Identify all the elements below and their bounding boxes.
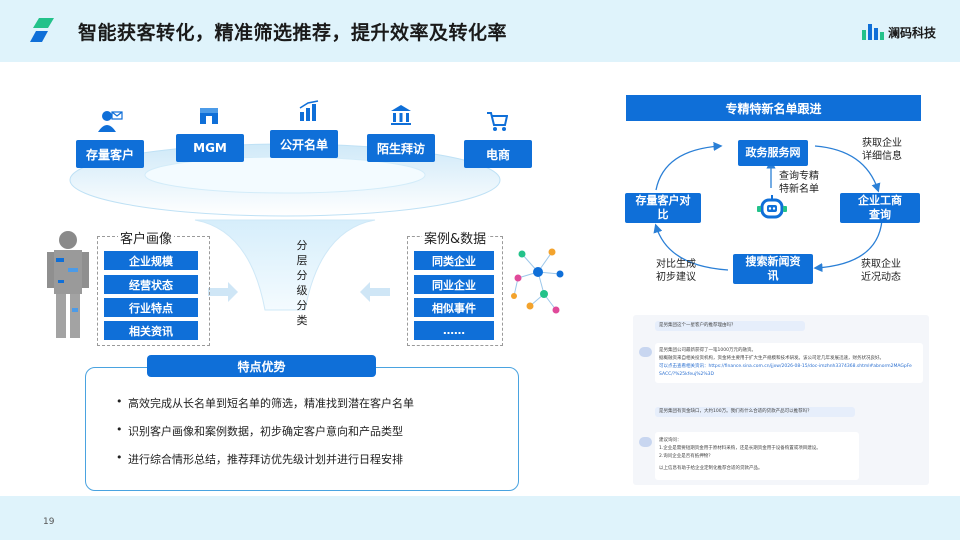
brand-logo: 澜码科技 (862, 23, 936, 41)
advantage-item: 进行综合情形总结，推荐拜访优先级计划并进行日程安排 (116, 451, 403, 467)
advantages-title: 特点优势 (147, 355, 376, 377)
case-data-title: 案例&数据 (422, 228, 489, 247)
portrait-tag-industry[interactable]: 行业特点 (104, 298, 198, 317)
caption-get-news: 获取企业近况动态 (861, 259, 901, 283)
funnel-label: 分层分级分类 (296, 239, 308, 327)
portrait-tag-news[interactable]: 相关资讯 (104, 321, 198, 340)
node-gov-service[interactable]: 政务服务网 (738, 140, 808, 166)
followup-cycle-arrows (653, 141, 883, 273)
funnel-graphic (69, 74, 501, 311)
chat-answer-1: 是另集团公司最新获得了一笔1000万元的融资。 据概融资来自相关投资机构，资金将… (655, 343, 923, 383)
bar-chart-icon (299, 100, 319, 121)
advantage-item: 高效完成从长名单到短名单的筛选，精准找到潜在客户名单 (116, 395, 414, 411)
node-stock-compare[interactable]: 存量客户对比 (625, 193, 701, 223)
page-title: 智能获客转化，精准筛选推荐，提升效率及转化率 (78, 22, 508, 44)
robot-assistant-icon (757, 195, 787, 219)
chat-answer-line: 是另集团公司最新获得了一笔1000万元的融资。 (659, 348, 756, 353)
chat-screenshot: 是另集团这个一星客户的推荐理由吗？ 是另集团公司最新获得了一笔1000万元的融资… (633, 315, 929, 485)
case-tag-similar-company[interactable]: 同类企业 (414, 251, 494, 270)
chat-question-1: 是另集团这个一星客户的推荐理由吗？ (655, 321, 805, 331)
cart-icon (487, 112, 508, 131)
caption-compare-advice: 对比生成初步建议 (656, 259, 696, 283)
source-ecommerce[interactable]: 电商 (464, 140, 532, 168)
chat-answer-line: 据概融资来自相关投资机构，资金将主要用于扩大生产规模和技术研发。该公司近几年发展… (659, 356, 884, 361)
chat-bot-avatar (639, 437, 652, 447)
chat-question-text: 是另集团这个一星客户的推荐理由吗？ (659, 323, 736, 328)
chat-answer-line: 建议询问： (659, 438, 682, 443)
source-mgm[interactable]: MGM (176, 134, 244, 162)
source-label: 存量客户 (85, 147, 134, 162)
case-tag-more[interactable]: …… (414, 321, 494, 340)
advantage-item: 识别客户画像和案例数据，初步确定客户意向和产品类型 (116, 423, 403, 439)
portrait-tag-status[interactable]: 经营状态 (104, 275, 198, 294)
source-label: 陌生拜访 (376, 141, 425, 156)
caption-get-details: 获取企业详细信息 (862, 138, 902, 162)
source-stock-customers[interactable]: 存量客户 (76, 140, 144, 168)
case-tag-similar-event[interactable]: 相似事件 (414, 298, 494, 317)
chat-answer-line: 2.询问企业是否有抵押物？ (659, 454, 713, 459)
storefront-icon (200, 108, 218, 124)
node-business-registry[interactable]: 企业工商查询 (840, 193, 920, 223)
logo-mark-icon (30, 18, 54, 42)
chat-answer-line: 以上信息有助于给企业定制化推荐合适的贷款产品。 (659, 466, 763, 471)
bank-icon (391, 105, 411, 125)
source-label: 电商 (485, 147, 510, 162)
source-cold-visit[interactable]: 陌生拜访 (367, 134, 435, 162)
chat-bot-avatar (639, 347, 652, 357)
source-label: 公开名单 (279, 137, 328, 152)
chat-answer-line: 1.企业是需要短期资金用于原材料采购，还是长期资金用于设备购置或项目建设。 (659, 446, 821, 451)
chat-answer-link[interactable]: SACC/?%25kfeuj%2%3D (659, 372, 714, 377)
brand-name: 澜码科技 (888, 25, 937, 40)
network-graph-icon (511, 248, 564, 314)
caption-query-list: 查询专精特新名单 (779, 171, 819, 195)
header-bar (0, 0, 960, 62)
customer-figure-illustration (47, 231, 89, 338)
case-tag-peer-company[interactable]: 同业企业 (414, 275, 494, 294)
user-mail-icon (98, 111, 123, 132)
footer-bar (0, 496, 960, 540)
customer-portrait-title: 客户画像 (118, 228, 175, 247)
source-public-list[interactable]: 公开名单 (270, 130, 338, 158)
chat-question-text: 是另集团有资金缺口，大约100万。我们有什么合适的贷款产品可以推荐吗？ (659, 409, 812, 414)
portrait-tag-scale[interactable]: 企业规模 (104, 251, 198, 270)
node-news-search[interactable]: 搜索新闻资讯 (733, 254, 813, 284)
brand-bars-icon (862, 24, 884, 40)
chat-answer-2: 建议询问： 1.企业是需要短期资金用于原材料采购，还是长期资金用于设备购置或项目… (655, 432, 859, 480)
followup-title: 专精特新名单跟进 (626, 95, 921, 121)
page-number: 19 (43, 517, 55, 527)
chat-question-2: 是另集团有资金缺口，大约100万。我们有什么合适的贷款产品可以推荐吗？ (655, 407, 855, 417)
source-label: MGM (193, 141, 227, 155)
chat-answer-link[interactable]: 可以点击查看相关资讯：https://finance.sina.com.cn/j… (659, 364, 912, 369)
